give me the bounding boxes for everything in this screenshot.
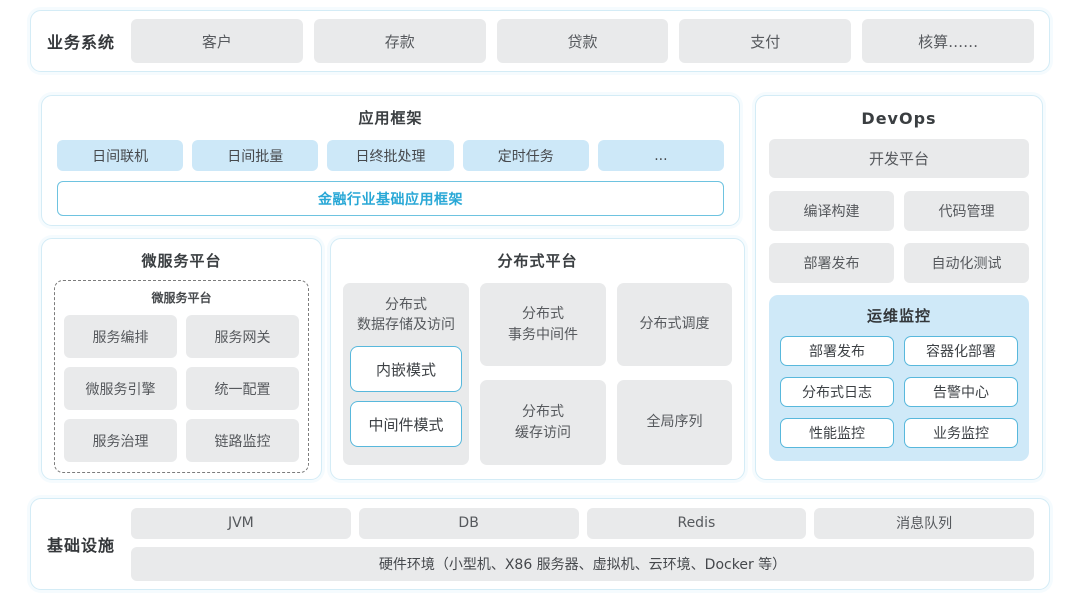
cache-line1: 分布式 (522, 404, 564, 421)
devops-title: DevOps (861, 109, 937, 128)
business-systems-label: 业务系统 (46, 33, 115, 52)
hardware-environment-bar: 硬件环境（小型机、X86 服务器、虚拟机、云环境、Docker 等） (131, 546, 1034, 581)
microservices-panel: 微服务平台 微服务平台 服务编排 服务网关 微服务引擎 统一配置 服务治理 链路… (41, 238, 322, 480)
infra-redis: Redis (586, 507, 807, 539)
monitor-performance: 性能监控 (780, 418, 894, 448)
tool-code-mgmt: 代码管理 (904, 191, 1029, 231)
business-item-payment: 支付 (679, 19, 852, 63)
module-eod-batch: 日终批处理 (327, 140, 454, 171)
infra-message-queue: 消息队列 (814, 507, 1034, 539)
microservices-dashed-group: 微服务平台 服务编排 服务网关 微服务引擎 统一配置 服务治理 链路监控 (54, 280, 309, 473)
transaction-line2: 事务中间件 (508, 326, 578, 343)
base-framework-bar: 金融行业基础应用框架 (57, 181, 724, 216)
ms-service-orchestration: 服务编排 (64, 315, 177, 358)
storage-mode-middleware: 中间件模式 (350, 401, 462, 448)
monitor-alert-center: 告警中心 (904, 377, 1018, 407)
storage-title-line2: 数据存储及访问 (357, 316, 455, 333)
business-systems-panel: 业务系统 客户 存款 贷款 支付 核算…… (30, 10, 1050, 72)
infrastructure-label: 基础设施 (46, 536, 115, 555)
microservices-grid: 服务编排 服务网关 微服务引擎 统一配置 服务治理 链路监控 (64, 315, 299, 462)
ops-monitoring-title: 运维监控 (866, 307, 931, 325)
microservices-inner-title: 微服务平台 (151, 291, 212, 305)
ms-service-gateway: 服务网关 (186, 315, 299, 358)
tool-build: 编译构建 (769, 191, 894, 231)
transaction-line1: 分布式 (522, 306, 564, 323)
monitor-distributed-log: 分布式日志 (780, 377, 894, 407)
dev-platform-box: 开发平台 (769, 139, 1029, 178)
storage-mode-embedded: 内嵌模式 (350, 346, 462, 393)
monitor-deploy-release: 部署发布 (780, 336, 894, 366)
distributed-title: 分布式平台 (497, 252, 578, 270)
monitor-container-deploy: 容器化部署 (904, 336, 1018, 366)
distributed-cache-cell: 分布式 缓存访问 (480, 380, 606, 465)
infrastructure-row: JVM DB Redis 消息队列 (131, 507, 1034, 539)
business-systems-row: 客户 存款 贷款 支付 核算…… (131, 19, 1034, 63)
infrastructure-content: JVM DB Redis 消息队列 硬件环境（小型机、X86 服务器、虚拟机、云… (131, 507, 1034, 581)
devops-panel: DevOps 开发平台 编译构建 代码管理 部署发布 自动化测试 运维监控 部署… (755, 95, 1043, 480)
infra-db: DB (358, 507, 579, 539)
distributed-scheduling-cell: 分布式调度 (617, 283, 732, 366)
infra-jvm: JVM (131, 507, 351, 539)
ms-service-governance: 服务治理 (64, 419, 177, 462)
distributed-grid: 分布式 数据存储及访问 内嵌模式 中间件模式 分布式 事务中间件 分布式调度 分… (343, 283, 732, 465)
tool-auto-test: 自动化测试 (904, 243, 1029, 283)
infrastructure-panel: 基础设施 JVM DB Redis 消息队列 硬件环境（小型机、X86 服务器、… (30, 498, 1050, 590)
module-ellipsis: ... (597, 140, 725, 171)
app-framework-title: 应用框架 (358, 109, 423, 127)
business-item-customer: 客户 (131, 19, 303, 63)
app-framework-panel: 应用框架 日间联机 日间批量 日终批处理 定时任务 ... 金融行业基础应用框架 (41, 95, 740, 226)
microservices-title: 微服务平台 (141, 252, 222, 270)
distributed-panel: 分布式平台 分布式 数据存储及访问 内嵌模式 中间件模式 分布式 事务中间件 分… (330, 238, 745, 480)
storage-title-line1: 分布式 (385, 297, 427, 313)
business-item-loan: 贷款 (496, 19, 669, 63)
ops-monitoring-grid: 部署发布 容器化部署 分布式日志 告警中心 性能监控 业务监控 (780, 336, 1018, 448)
module-daytime-online: 日间联机 (57, 140, 184, 171)
business-item-deposit: 存款 (313, 19, 486, 63)
global-sequence-cell: 全局序列 (617, 380, 732, 465)
ops-monitoring-group: 运维监控 部署发布 容器化部署 分布式日志 告警中心 性能监控 业务监控 (769, 295, 1029, 461)
tool-deploy-release: 部署发布 (769, 243, 894, 283)
devops-tools-grid: 编译构建 代码管理 部署发布 自动化测试 (769, 191, 1029, 283)
cache-line2: 缓存访问 (515, 424, 571, 441)
module-daytime-batch: 日间批量 (192, 140, 319, 171)
ms-unified-config: 统一配置 (186, 367, 299, 410)
business-item-accounting: 核算…… (862, 19, 1034, 63)
monitor-business: 业务监控 (904, 418, 1018, 448)
ms-trace-monitoring: 链路监控 (186, 419, 299, 462)
distributed-data-storage-cell: 分布式 数据存储及访问 内嵌模式 中间件模式 (343, 283, 469, 465)
module-scheduled-task: 定时任务 (462, 140, 589, 171)
distributed-transaction-cell: 分布式 事务中间件 (480, 283, 606, 366)
app-framework-modules-row: 日间联机 日间批量 日终批处理 定时任务 ... (57, 140, 725, 171)
ms-engine: 微服务引擎 (64, 367, 177, 410)
